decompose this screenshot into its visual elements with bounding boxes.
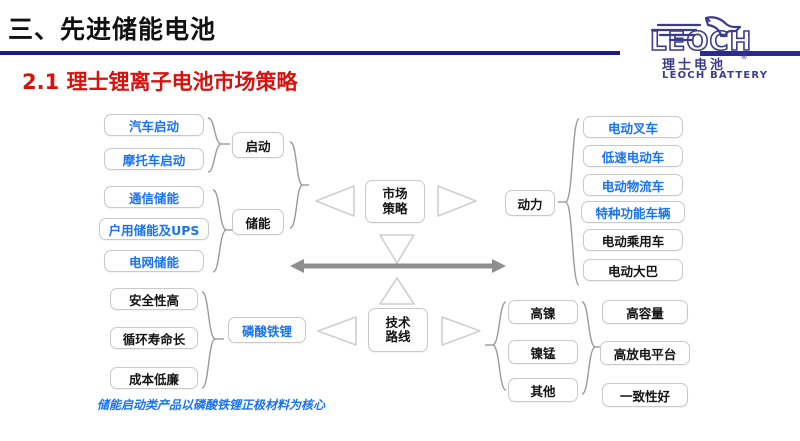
triangle-left-icon xyxy=(314,184,356,218)
brace-lfp-group xyxy=(198,290,226,390)
logo-chinese-text: 理士电池 xyxy=(662,58,727,73)
brace-start-group xyxy=(204,116,232,174)
node-market-strategy[interactable]: 市场 策略 xyxy=(365,180,425,223)
node-auto-start[interactable]: 汽车启动 xyxy=(104,114,204,136)
node-electric-logistics-vehicle[interactable]: 电动物流车 xyxy=(583,174,683,196)
logo-english-text: LEOCH BATTERY xyxy=(662,70,769,81)
brace-left-to-center xyxy=(286,140,310,230)
node-high-nickel[interactable]: 高镍 xyxy=(508,300,578,324)
logo-registered-mark: ® xyxy=(740,52,748,61)
triangle-left-lower-icon xyxy=(316,315,358,347)
node-technology-roadmap-line1: 技术 xyxy=(385,314,411,330)
footnote-text: 储能启动类产品以磷酸铁锂正极材料为核心 xyxy=(97,398,326,412)
node-low-cost[interactable]: 成本低廉 xyxy=(110,367,198,389)
node-electric-forklift[interactable]: 电动叉车 xyxy=(583,116,683,138)
node-telecom-storage[interactable]: 通信储能 xyxy=(104,186,204,208)
node-high-capacity[interactable]: 高容量 xyxy=(602,300,688,324)
header-rule xyxy=(0,51,620,55)
double-arrow-icon xyxy=(288,256,508,276)
node-market-strategy-line2: 策略 xyxy=(382,200,408,216)
section-subtitle: 2.1 理士锂离子电池市场策略 xyxy=(22,70,298,94)
node-motorcycle-start[interactable]: 摩托车启动 xyxy=(104,148,204,170)
node-high-safety[interactable]: 安全性高 xyxy=(110,288,198,310)
node-technology-roadmap[interactable]: 技术 路线 xyxy=(368,308,428,352)
node-technology-roadmap-line2: 路线 xyxy=(385,329,411,344)
node-special-purpose-vehicle[interactable]: 特种功能车辆 xyxy=(581,201,685,223)
svg-text:LEOCH: LEOCH xyxy=(650,27,752,57)
header-rule-right xyxy=(700,51,800,56)
node-nickel-manganese[interactable]: 镍锰 xyxy=(508,340,578,364)
page-title: 三、先进储能电池 xyxy=(8,15,217,44)
logo-horse-and-wordmark-icon: LEOCH xyxy=(649,16,752,58)
brace-ternary-left xyxy=(484,300,510,392)
node-residential-storage-ups[interactable]: 户用储能及UPS xyxy=(99,218,209,240)
node-long-cycle-life[interactable]: 循环寿命长 xyxy=(110,327,198,349)
node-grid-storage[interactable]: 电网储能 xyxy=(104,250,204,272)
brace-power-group xyxy=(557,117,583,287)
node-storage-category[interactable]: 储能 xyxy=(232,209,284,235)
node-other-chemistry[interactable]: 其他 xyxy=(508,378,578,402)
node-electric-bus[interactable]: 电动大巴 xyxy=(583,259,683,281)
triangle-right-lower-icon xyxy=(440,315,482,347)
node-lfp[interactable]: 磷酸铁锂 xyxy=(228,317,306,343)
node-power-category[interactable]: 动力 xyxy=(505,190,555,216)
node-good-consistency[interactable]: 一致性好 xyxy=(602,383,688,407)
triangle-up-icon xyxy=(378,276,416,306)
triangle-right-icon xyxy=(436,184,478,218)
node-start-category[interactable]: 启动 xyxy=(232,132,284,158)
node-market-strategy-line1: 市场 xyxy=(382,186,408,202)
node-electric-passenger-car[interactable]: 电动乘用车 xyxy=(583,229,683,251)
triangle-down-icon xyxy=(378,233,416,265)
leoch-logo: LEOCH 理士电池 ® LEOCH BATTERY xyxy=(648,14,794,86)
node-high-discharge-platform[interactable]: 高放电平台 xyxy=(600,341,690,365)
node-low-speed-ev[interactable]: 低速电动车 xyxy=(583,145,683,167)
